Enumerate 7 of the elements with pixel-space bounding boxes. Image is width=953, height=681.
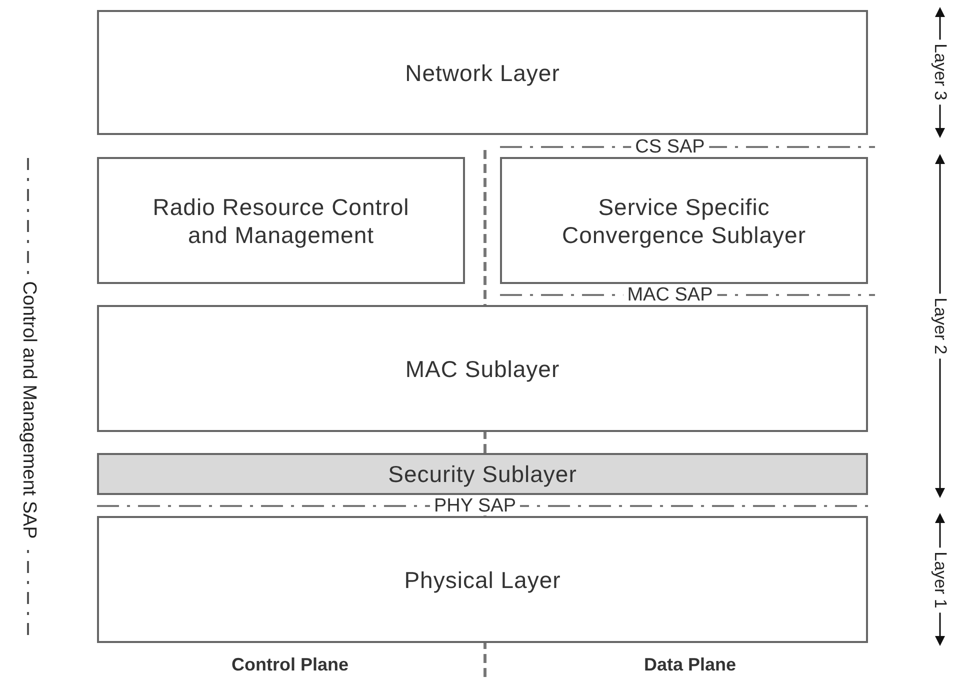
layer-box <box>97 305 868 432</box>
shaded-layer-box <box>97 453 868 495</box>
layer-box <box>500 157 868 284</box>
sap-label: PHY SAP <box>430 496 520 516</box>
layer-box <box>97 10 868 135</box>
layer-box <box>97 157 465 284</box>
layer-box <box>97 516 868 643</box>
